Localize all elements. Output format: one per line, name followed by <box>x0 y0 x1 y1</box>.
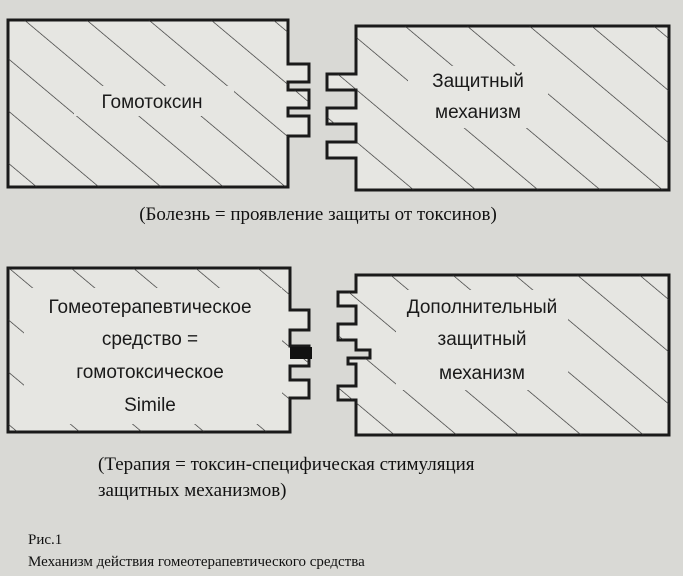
additional-defense-line-3: механизм <box>439 363 525 384</box>
diagram-disease: Гомотоксин Защитный механизм (Болезнь = … <box>6 18 671 225</box>
remedy-label-line-1: Гомеотерапевтическое <box>48 297 251 318</box>
remedy-black-key <box>290 347 312 359</box>
label-bg <box>408 66 548 128</box>
figure-number: Рис.1 <box>28 532 62 548</box>
remedy-label-line-3: гомотоксическое <box>76 362 224 383</box>
additional-defense-line-1: Дополнительный <box>407 297 557 318</box>
disease-caption: (Болезнь = проявление защиты от токсинов… <box>139 204 497 225</box>
defense-label-line-2: механизм <box>435 102 521 123</box>
remedy-label-line-2: средство = <box>102 329 198 350</box>
label-bg <box>24 288 282 424</box>
defense-label-line-1: Защитный <box>432 71 524 92</box>
figure-title: Механизм действия гомеотерапевтического … <box>28 554 365 570</box>
remedy-label-line-4: Simile <box>124 395 176 416</box>
therapy-caption-line-1: (Терапия = токсин-специфическая стимуляц… <box>98 454 475 475</box>
therapy-caption-line-2: защитных механизмов) <box>98 480 287 501</box>
diagram-therapy: Гомеотерапевтическое средство = гомотокс… <box>6 266 671 501</box>
label-bg <box>74 86 234 116</box>
homotoxin-label: Гомотоксин <box>102 92 203 113</box>
label-bg <box>396 290 568 390</box>
additional-defense-line-2: защитный <box>438 329 527 350</box>
